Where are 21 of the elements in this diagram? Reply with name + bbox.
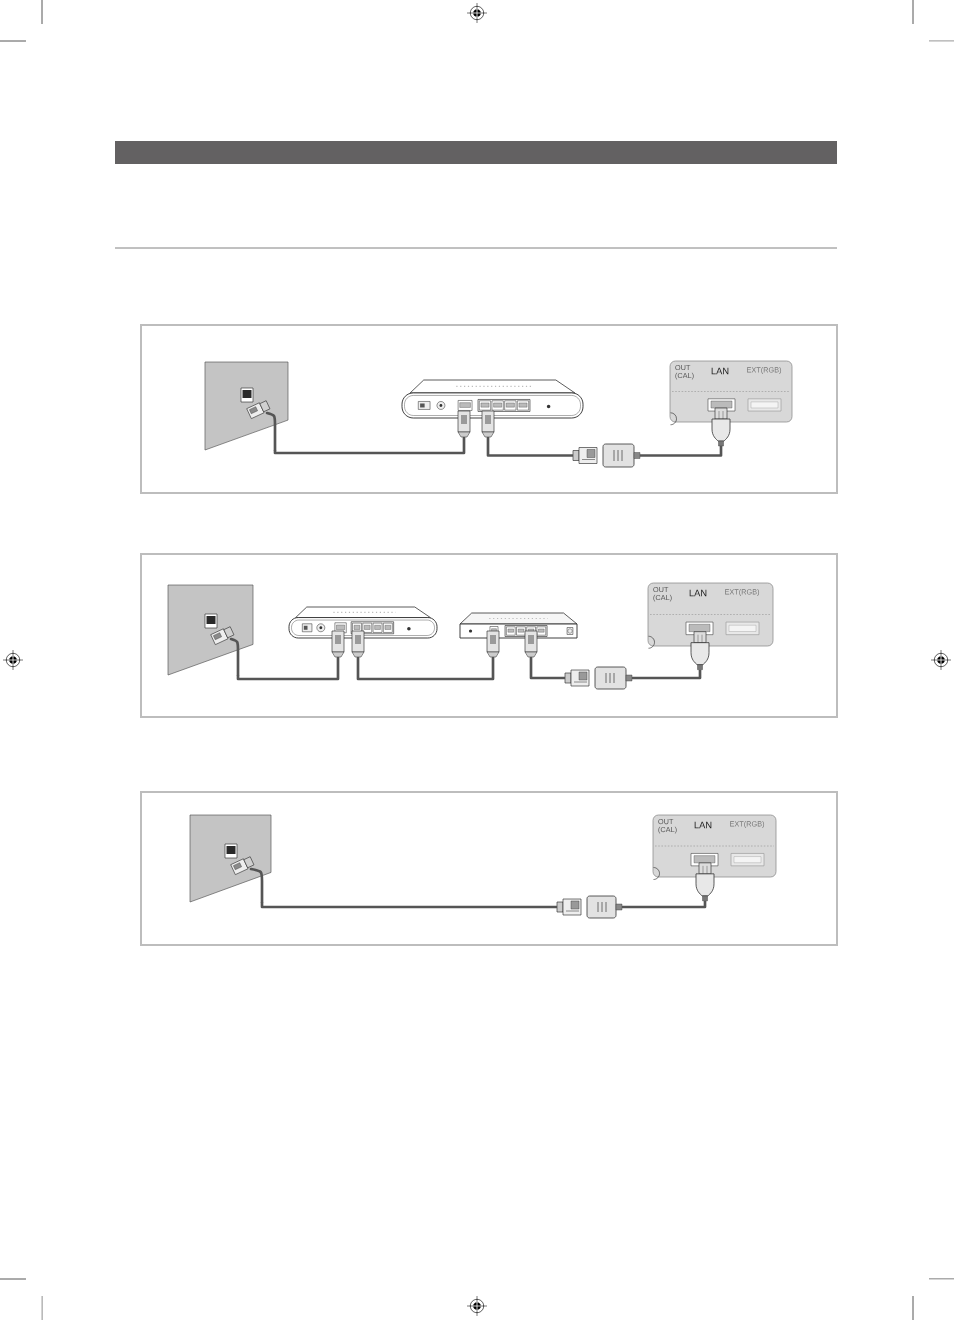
lan-adapter	[572, 443, 641, 468]
cable	[640, 446, 723, 457]
cable	[260, 902, 557, 909]
wall-socket	[189, 814, 272, 904]
port-label: LAN	[694, 821, 712, 829]
cable	[273, 437, 466, 455]
cable	[622, 900, 707, 909]
panel-frame	[140, 791, 838, 946]
lan-adapter	[556, 895, 623, 919]
port-label: LAN	[711, 367, 729, 375]
wall-socket	[204, 361, 289, 452]
cable	[529, 657, 565, 680]
cable	[236, 657, 340, 681]
port-label: LAN	[689, 589, 707, 597]
lan-adapter	[564, 666, 633, 690]
panel-frame	[140, 324, 838, 494]
panel-frame	[140, 553, 838, 718]
wall-socket	[167, 584, 254, 677]
cable	[632, 669, 702, 680]
cable	[356, 657, 495, 681]
cable	[486, 437, 573, 457]
